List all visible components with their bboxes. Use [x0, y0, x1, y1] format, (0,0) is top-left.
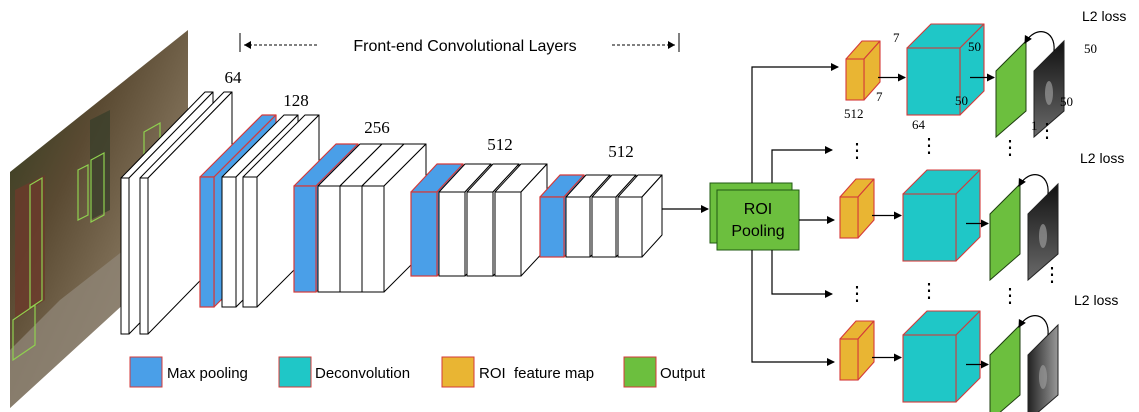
deconvolution-block: [906, 23, 985, 116]
output-density-map: [995, 39, 1027, 139]
roi-feature-map: [839, 178, 875, 239]
output-height-label: 50: [1084, 41, 1097, 56]
branch-1: [845, 23, 1065, 139]
legend-output-label: Output: [660, 365, 706, 382]
conv-layer: [617, 174, 663, 258]
roi-height-label: 7: [893, 30, 900, 45]
l2-loss-arrow: [1024, 31, 1055, 52]
frontend-span: Front-end Convolutional Layers: [239, 33, 680, 55]
ellipsis-output-1a: ⋮: [1000, 137, 1020, 159]
roi-width-label: 7: [876, 89, 883, 104]
l2-loss-label-3: L2 loss: [1074, 292, 1118, 308]
ellipsis-roi-1: ⋮: [847, 140, 867, 162]
deconv-channels-label: 64: [912, 117, 926, 132]
l2-loss-label-2: L2 loss: [1080, 150, 1124, 166]
roi-pooling-box: ROI Pooling: [709, 182, 800, 251]
conv-block-3-channels: 256: [364, 118, 390, 137]
deconvolution-block: [902, 310, 981, 403]
l2-loss-arrow: [1018, 315, 1049, 336]
ground-truth-figure: [1039, 224, 1047, 248]
legend-roi-feature-map-label: ROI feature map: [479, 365, 594, 382]
legend-max-pooling-label: Max pooling: [167, 365, 248, 382]
conv-block-1-channels: 64: [225, 68, 243, 87]
conv-block-5-channels: 512: [608, 142, 634, 161]
legend: Max pooling Deconvolution ROI feature ma…: [129, 356, 706, 388]
conv-block-4-channels: 512: [487, 135, 513, 154]
deconvolution-block: [902, 169, 981, 262]
output-density-map: [989, 182, 1021, 282]
roi-pooling-label-line1: ROI: [744, 201, 772, 218]
roi-channels-label: 512: [844, 106, 864, 121]
ground-truth-figure: [1039, 365, 1047, 389]
max-pooling-swatch: [129, 356, 163, 388]
l2-loss-label-1: L2 loss: [1082, 8, 1126, 24]
roi-pooling-label-line2: Pooling: [731, 223, 784, 240]
conv-block-2-channels: 128: [283, 91, 309, 110]
branch-2: [839, 169, 1059, 282]
output-width-label: 50: [1060, 94, 1073, 109]
frontend-label: Front-end Convolutional Layers: [353, 38, 576, 55]
deconv-width-label: 50: [955, 93, 968, 108]
branch-connectors: [751, 63, 839, 366]
conv-layers: [120, 91, 663, 335]
l2-loss-arrow: [1018, 174, 1049, 195]
roi-feature-map: [839, 320, 875, 381]
conv-layer: [494, 163, 548, 277]
deconvolution-swatch: [278, 356, 312, 388]
branch-3: [839, 310, 1059, 412]
output-channels-label: 1: [1031, 118, 1038, 133]
ellipsis-output-1b: ⋮: [1037, 120, 1057, 142]
ellipsis-output-2b: ⋮: [1042, 264, 1062, 286]
output-density-map: [989, 323, 1021, 412]
ellipsis-output-2a: ⋮: [1000, 285, 1020, 307]
output-swatch: [623, 356, 657, 388]
ellipsis-deconv-2: ⋮: [919, 280, 939, 302]
roi-feature-map: [845, 40, 881, 101]
ellipsis-roi-2: ⋮: [847, 283, 867, 305]
conv-layer: [139, 91, 233, 335]
ellipsis-deconv-1: ⋮: [919, 135, 939, 157]
roi-branches: [839, 23, 1065, 412]
legend-deconvolution-label: Deconvolution: [315, 365, 410, 382]
ground-truth-figure: [1045, 81, 1053, 105]
roi-feature-map-swatch: [441, 356, 475, 388]
deconv-height-label: 50: [968, 39, 981, 54]
